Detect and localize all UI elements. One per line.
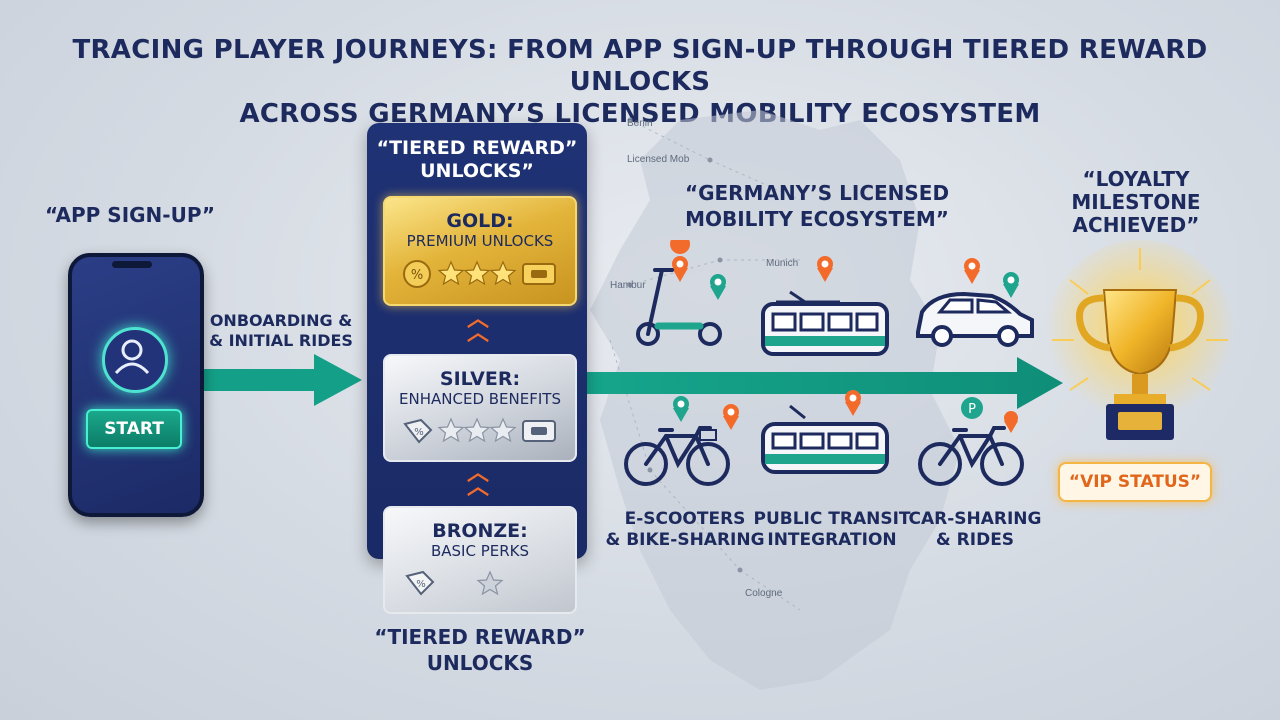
ecosystem-arrow xyxy=(587,357,1063,409)
tier-footer-line-2: UNLOCKS xyxy=(426,651,534,675)
location-pin-icon xyxy=(964,258,980,284)
bronze-tier-icons: % xyxy=(405,570,504,596)
svg-text:%: % xyxy=(414,427,424,438)
tier-footer-line-1: “TIERED REWARD” xyxy=(374,625,586,649)
location-pin-icon xyxy=(845,390,861,416)
e-scooter-icon xyxy=(636,268,722,346)
tier-footer-label: “TIERED REWARD” UNLOCKS xyxy=(360,624,600,676)
location-pin-icon xyxy=(1003,272,1019,298)
map-label-licensed: Licensed Mob xyxy=(627,154,690,165)
mobility-label-scooters-line-2: & BIKE-SHARING xyxy=(605,530,765,550)
milestone-label: “LOYALTY MILESTONE ACHIEVED” xyxy=(1046,168,1226,237)
onboarding-label: ONBOARDING & & INITIAL RIDES xyxy=(206,311,356,351)
location-pin-icon xyxy=(673,396,689,422)
signup-label: “APP SIGN-UP” xyxy=(44,203,216,227)
silver-tier-desc: ENHANCED BENEFITS xyxy=(399,390,561,408)
mobility-label-scooters: E-SCOOTERS & BIKE-SHARING xyxy=(605,509,765,551)
chevron-up-icon: ︿︿ xyxy=(466,307,489,346)
mobility-label-carsharing-line-2: & RIDES xyxy=(935,530,1015,550)
star-icon-2 xyxy=(463,417,491,443)
ecosystem-heading: “GERMANY’S LICENSED MOBILITY ECOSYSTEM” xyxy=(672,180,962,232)
chevron-up-icon: ︿︿ xyxy=(466,461,489,500)
location-pin-icon xyxy=(710,274,726,300)
tag-icon: % xyxy=(405,570,435,596)
gold-tier-card[interactable]: GOLD: PREMIUM UNLOCKS % xyxy=(383,196,577,306)
phone-mockup: START xyxy=(68,253,204,517)
tier-heading-line-2: UNLOCKS” xyxy=(420,160,534,182)
bicycle-icon xyxy=(624,426,730,486)
ecosystem-heading-line-1: “GERMANY’S LICENSED xyxy=(684,181,950,205)
svg-text:P: P xyxy=(968,402,976,417)
tier-heading-line-1: “TIERED REWARD” xyxy=(376,137,578,159)
bronze-tier-name: BRONZE: xyxy=(432,520,528,542)
mobility-label-scooters-line-1: E-SCOOTERS xyxy=(624,509,746,529)
onboarding-arrow xyxy=(196,354,362,406)
car-icon xyxy=(916,291,1034,347)
user-avatar-icon xyxy=(102,327,168,393)
mobility-label-carsharing: CAR-SHARING & RIDES xyxy=(900,509,1050,551)
page-title: TRACING PLAYER JOURNEYS: FROM APP SIGN-U… xyxy=(40,34,1240,130)
share-badge-icon: P xyxy=(961,397,983,419)
location-pin-icon xyxy=(1004,411,1018,433)
milestone-line-2: MILESTONE xyxy=(1071,190,1201,214)
star-icon-2 xyxy=(463,260,491,286)
gold-tier-name: GOLD: xyxy=(446,210,514,232)
gold-tier-icons: % xyxy=(403,260,556,288)
mobility-label-transit-line-1: PUBLIC TRANSIT xyxy=(753,509,911,529)
star-icon-3 xyxy=(489,260,517,286)
milestone-line-3: ACHIEVED” xyxy=(1072,213,1200,237)
mobility-icons: P xyxy=(624,240,1034,486)
mobility-label-carsharing-line-1: CAR-SHARING xyxy=(908,509,1042,529)
title-line-1: TRACING PLAYER JOURNEYS: FROM APP SIGN-U… xyxy=(72,35,1208,97)
star-icon-1 xyxy=(437,417,465,443)
map-label-berlin: Berlin xyxy=(627,118,653,129)
mobility-label-transit-line-2: INTEGRATION xyxy=(767,530,897,550)
phone-notch xyxy=(112,261,152,268)
silver-tier-name: SILVER: xyxy=(439,368,521,390)
map-label-munich: Munich xyxy=(766,258,799,269)
ecosystem-heading-line-2: MOBILITY ECOSYSTEM” xyxy=(685,207,949,231)
star-icon-1 xyxy=(437,260,465,286)
tag-icon: % xyxy=(403,418,433,444)
trophy-icon xyxy=(1045,240,1235,440)
tram-icon xyxy=(761,404,889,474)
svg-text:%: % xyxy=(411,268,423,283)
bicycle-icon xyxy=(918,426,1024,486)
start-button[interactable]: START xyxy=(86,409,182,449)
badge-icon: % xyxy=(403,260,431,288)
mobility-label-transit: PUBLIC TRANSIT INTEGRATION xyxy=(752,509,912,551)
gold-tier-desc: PREMIUM UNLOCKS xyxy=(406,232,554,250)
bronze-tier-card[interactable]: BRONZE: BASIC PERKS % xyxy=(383,506,577,614)
star-icon-3 xyxy=(489,417,517,443)
silver-tier-card[interactable]: SILVER: ENHANCED BENEFITS % xyxy=(383,354,577,462)
onboarding-line-2: & INITIAL RIDES xyxy=(209,331,353,350)
tier-panel xyxy=(367,123,587,559)
vip-status-badge: “VIP STATUS” xyxy=(1058,462,1212,502)
bronze-tier-desc: BASIC PERKS xyxy=(430,542,530,560)
location-pin-icon xyxy=(670,240,691,282)
milestone-line-1: “LOYALTY xyxy=(1082,167,1190,191)
ticket-icon xyxy=(522,420,556,442)
location-pin-icon xyxy=(723,404,739,430)
ticket-icon xyxy=(522,263,556,285)
map-label-hamburg: Hambur xyxy=(610,280,646,291)
map-label-cologne: Cologne xyxy=(745,588,783,599)
germany-map-background xyxy=(590,110,960,690)
silver-tier-icons: % xyxy=(403,417,556,444)
location-pin-icon xyxy=(817,256,833,282)
tier-panel-heading: “TIERED REWARD” UNLOCKS” xyxy=(367,137,587,183)
svg-text:%: % xyxy=(416,579,426,590)
tram-icon xyxy=(761,290,889,356)
star-icon xyxy=(476,570,504,596)
onboarding-line-1: ONBOARDING & xyxy=(209,311,353,330)
